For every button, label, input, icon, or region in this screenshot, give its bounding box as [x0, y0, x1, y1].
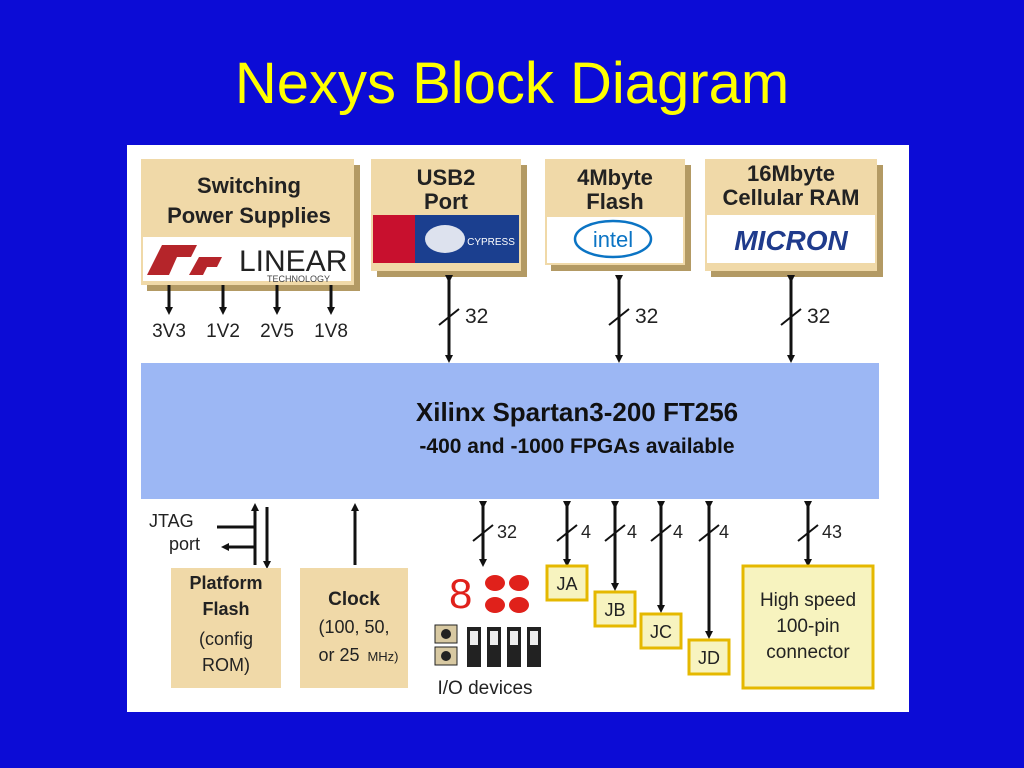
platform-flash-label-1: Platform — [189, 573, 262, 593]
svg-text:JC: JC — [650, 622, 672, 642]
jtag-label-2: port — [169, 534, 200, 554]
svg-text:High speed: High speed — [760, 590, 856, 611]
fpga-block: Xilinx Spartan3-200 FT256 -400 and -1000… — [141, 363, 879, 499]
platform-flash-label-3: (config — [199, 629, 253, 649]
pmod-buses — [556, 501, 720, 639]
block-diagram: Switching Power Supplies LINEAR TECHNOLO… — [127, 145, 909, 712]
clock-freq-2: or 25 — [318, 645, 359, 665]
clock-freq-1: (100, 50, — [318, 617, 389, 637]
svg-text:JB: JB — [604, 600, 625, 620]
intel-logo-text: intel — [593, 227, 633, 252]
jtag-label-1: JTAG — [149, 511, 194, 531]
usb-bus-width: 32 — [465, 305, 488, 328]
svg-text:8: 8 — [449, 570, 472, 617]
flash-label-2: Flash — [586, 189, 643, 214]
voltage-2v5: 2V5 — [260, 321, 294, 342]
cypress-logo-text: CYPRESS — [467, 237, 515, 248]
highspeed-connector-block: High speed 100-pin connector — [741, 564, 875, 690]
slide-title: Nexys Block Diagram — [234, 51, 790, 116]
flash-block: 4Mbyte Flash intel — [545, 159, 691, 271]
ram-label-1: 16Mbyte — [747, 161, 835, 186]
cypress-logo: CYPRESS — [373, 215, 519, 263]
power-label-2: Power Supplies — [167, 203, 331, 228]
fpga-sublabel: -400 and -1000 FPGAs available — [419, 435, 734, 458]
pmod-ja: JA — [545, 564, 589, 602]
voltage-3v3: 3V3 — [152, 321, 186, 342]
micron-logo: MICRON — [734, 225, 848, 256]
power-label-1: Switching — [197, 173, 301, 198]
io-bus-width: 32 — [497, 522, 517, 542]
io-devices-label: I/O devices — [437, 678, 532, 699]
svg-text:JD: JD — [698, 648, 720, 668]
flash-bus-width: 32 — [635, 305, 658, 328]
voltage-1v8: 1V8 — [314, 321, 348, 342]
usb-label-1: USB2 — [417, 165, 476, 190]
top-buses — [438, 275, 802, 363]
usb-block: USB2 Port CYPRESS — [371, 159, 527, 277]
highspeed-bus — [797, 501, 819, 567]
ram-block: 16Mbyte Cellular RAM MICRON — [705, 159, 883, 277]
svg-text:100-pin: 100-pin — [776, 616, 839, 637]
clock-freq-unit: MHz) — [367, 649, 398, 664]
io-bus — [472, 501, 494, 567]
ram-label-2: Cellular RAM — [723, 185, 860, 210]
platform-flash-block: Platform Flash (config ROM) — [171, 568, 281, 688]
svg-text:connector: connector — [766, 642, 850, 663]
seven-segment-icon: 8 — [449, 570, 472, 617]
ram-bus-width: 32 — [807, 305, 830, 328]
platform-flash-label-2: Flash — [202, 599, 249, 619]
buttons-icon — [434, 624, 458, 666]
jc-width: 4 — [673, 522, 683, 542]
linear-logo-sub: TECHNOLOGY — [267, 274, 330, 284]
pmod-jd: JD — [687, 638, 731, 676]
voltage-arrows — [165, 285, 335, 315]
ja-width: 4 — [581, 522, 591, 542]
jb-width: 4 — [627, 522, 637, 542]
flash-label-1: 4Mbyte — [577, 165, 653, 190]
switches-icon — [467, 627, 541, 667]
jtag-arrows — [217, 503, 271, 569]
fpga-label: Xilinx Spartan3-200 FT256 — [416, 397, 738, 427]
intel-logo: intel — [573, 219, 653, 259]
clock-label: Clock — [328, 589, 380, 610]
clock-block: Clock (100, 50, or 25 MHz) — [300, 568, 408, 688]
pmod-jc: JC — [639, 612, 683, 650]
leds-icon — [485, 575, 529, 613]
platform-flash-label-4: ROM) — [202, 655, 250, 675]
svg-text:JA: JA — [556, 574, 577, 594]
highspeed-width: 43 — [822, 522, 842, 542]
linear-logo-text: LINEAR — [239, 245, 347, 278]
usb-label-2: Port — [424, 189, 469, 214]
power-supply-block: Switching Power Supplies LINEAR TECHNOLO… — [141, 159, 360, 291]
voltage-1v2: 1V2 — [206, 321, 240, 342]
linear-logo: LINEAR TECHNOLOGY — [147, 245, 347, 284]
pmod-jb: JB — [593, 590, 637, 628]
jd-width: 4 — [719, 522, 729, 542]
